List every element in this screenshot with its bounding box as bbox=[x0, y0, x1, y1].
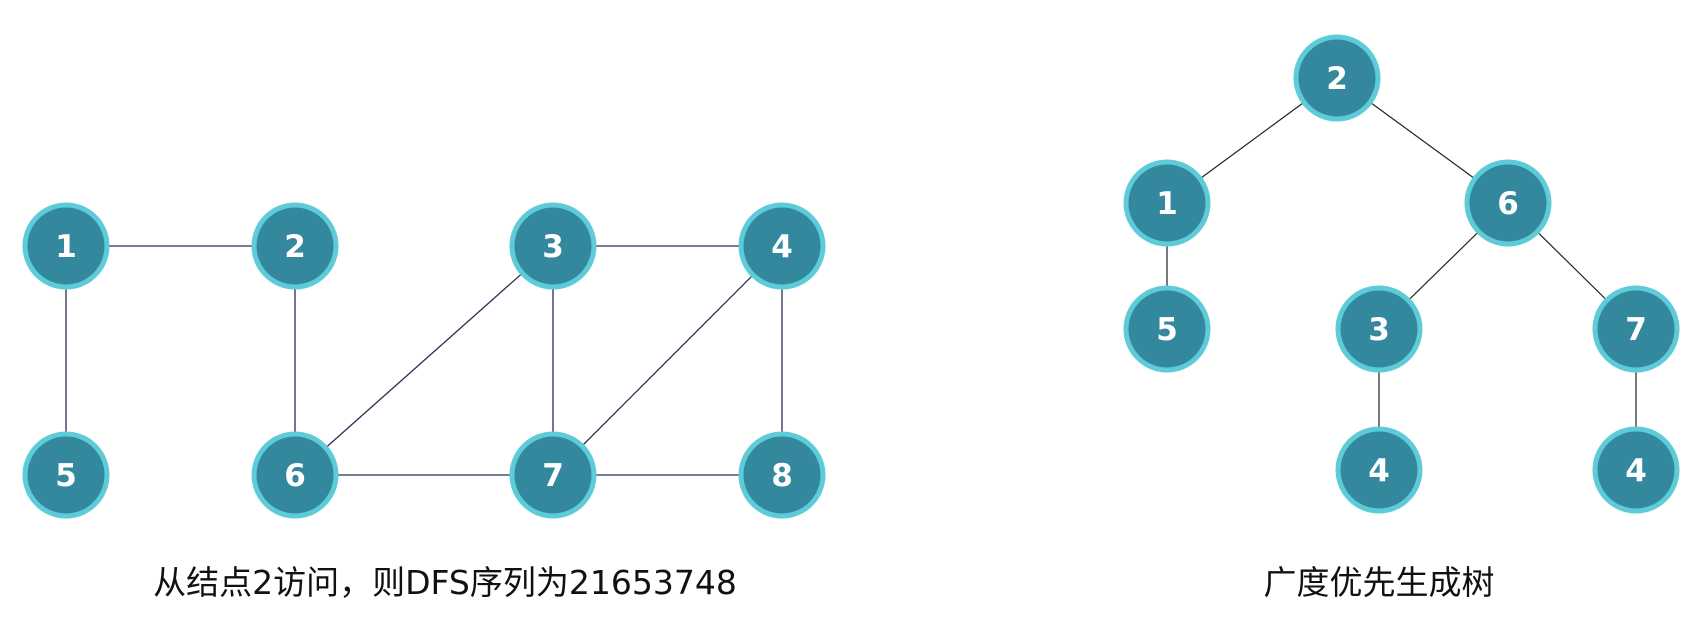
graph-node-n8: 8 bbox=[738, 431, 826, 519]
graph-node-label: 6 bbox=[284, 458, 306, 494]
tree-node-circle bbox=[1592, 285, 1680, 373]
graph-node-label: 5 bbox=[55, 458, 77, 494]
graph-node-label: 4 bbox=[771, 229, 793, 265]
tree-node-t3: 3 bbox=[1335, 285, 1423, 373]
graph-node-circle bbox=[738, 202, 826, 290]
tree-node-label: 4 bbox=[1625, 453, 1647, 489]
tree-node-label: 6 bbox=[1497, 186, 1519, 222]
tree-node-circle bbox=[1293, 34, 1381, 122]
tree-node-t4a: 4 bbox=[1335, 426, 1423, 514]
tree-node-label: 5 bbox=[1156, 312, 1178, 348]
tree-node-label: 7 bbox=[1625, 312, 1647, 348]
tree-node-t5: 5 bbox=[1123, 285, 1211, 373]
tree-node-circle bbox=[1464, 159, 1552, 247]
graph-edges bbox=[65, 245, 783, 476]
graph-nodes: 1 2 3 4 5 6 7 8 bbox=[22, 202, 826, 519]
tree-node-t2: 2 bbox=[1293, 34, 1381, 122]
graph-node-n6: 6 bbox=[251, 431, 339, 519]
graph-edge-n3-n6 bbox=[294, 245, 554, 476]
graph-node-label: 2 bbox=[284, 229, 306, 265]
graph-node-n4: 4 bbox=[738, 202, 826, 290]
graph-node-label: 3 bbox=[542, 229, 564, 265]
graph-node-circle bbox=[509, 431, 597, 519]
graph-node-circle bbox=[22, 431, 110, 519]
tree-node-t1: 1 bbox=[1123, 159, 1211, 247]
graph-node-circle bbox=[251, 202, 339, 290]
tree-node-label: 2 bbox=[1326, 61, 1348, 97]
tree-node-label: 3 bbox=[1368, 312, 1390, 348]
tree-node-circle bbox=[1592, 426, 1680, 514]
tree-node-circle bbox=[1123, 285, 1211, 373]
graph-node-circle bbox=[22, 202, 110, 290]
graph-node-label: 1 bbox=[55, 229, 77, 265]
graph-node-n5: 5 bbox=[22, 431, 110, 519]
tree-node-label: 4 bbox=[1368, 453, 1390, 489]
graph-node-n7: 7 bbox=[509, 431, 597, 519]
graph-node-label: 8 bbox=[771, 458, 793, 494]
tree-caption: 广度优先生成树 bbox=[1264, 563, 1495, 602]
tree-node-t4b: 4 bbox=[1592, 426, 1680, 514]
graph-node-circle bbox=[251, 431, 339, 519]
graph-node-n1: 1 bbox=[22, 202, 110, 290]
graph-caption: 从结点2访问，则DFS序列为21653748 bbox=[153, 563, 737, 602]
tree-edges bbox=[1166, 77, 1637, 470]
tree-node-circle bbox=[1335, 426, 1423, 514]
tree-node-circle bbox=[1335, 285, 1423, 373]
tree-node-t6: 6 bbox=[1464, 159, 1552, 247]
graph-edge-n4-n7 bbox=[552, 245, 783, 476]
graph-node-circle bbox=[509, 202, 597, 290]
tree-node-circle bbox=[1123, 159, 1211, 247]
graph-node-circle bbox=[738, 431, 826, 519]
graph-node-n3: 3 bbox=[509, 202, 597, 290]
tree-nodes: 2 1 6 5 3 7 4 4 bbox=[1123, 34, 1680, 514]
tree-node-label: 1 bbox=[1156, 186, 1178, 222]
graph-node-n2: 2 bbox=[251, 202, 339, 290]
tree-node-t7: 7 bbox=[1592, 285, 1680, 373]
graph-node-label: 7 bbox=[542, 458, 564, 494]
